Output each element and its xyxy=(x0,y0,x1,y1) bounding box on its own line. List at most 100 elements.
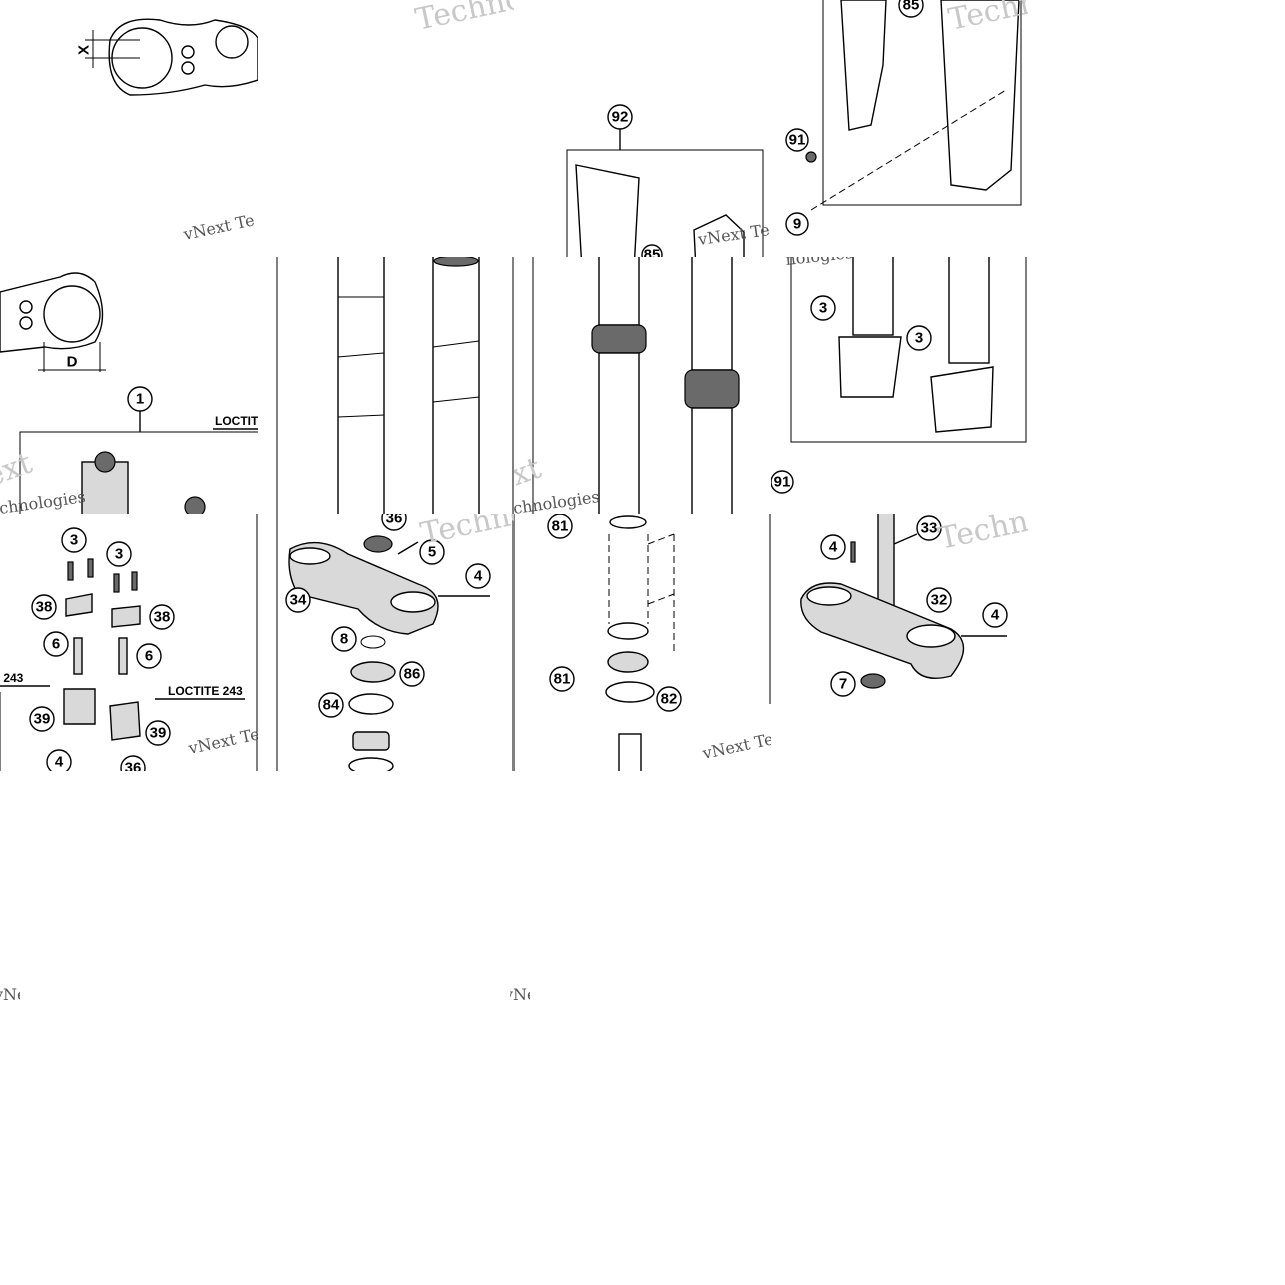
clamp-x-drawing: X Techno vNext Te xyxy=(76,18,258,244)
dim-d-label: D xyxy=(67,354,78,371)
watermark: nologies xyxy=(201,257,258,265)
callout-3 xyxy=(106,541,132,567)
bearing-race xyxy=(605,681,655,703)
bolt-hole xyxy=(19,316,33,330)
bolt-hole xyxy=(181,45,195,59)
tile-blank: Techno xyxy=(258,0,514,257)
fork-bore xyxy=(806,586,852,606)
inner-tube xyxy=(598,257,640,326)
callout-36 xyxy=(120,755,146,771)
callout-4 xyxy=(820,534,846,560)
callout-3 xyxy=(810,295,836,321)
upper-triple-clamp-drawing: 33 4 32 4 7 Techno xyxy=(800,514,1028,697)
bottom-clamp xyxy=(838,336,902,398)
watermark: nologies xyxy=(784,257,853,269)
callout-33-label: 33 xyxy=(921,520,938,537)
callout-36-label: 36 xyxy=(386,514,403,527)
tile-fragment: vNe xyxy=(0,975,20,1035)
callout-39-label: 39 xyxy=(34,711,51,728)
callout-box xyxy=(566,149,764,257)
o-ring xyxy=(360,635,386,649)
watermark: ext xyxy=(514,451,546,500)
callout-81 xyxy=(549,666,575,692)
fork-tube xyxy=(432,257,480,514)
dust-seal xyxy=(591,324,647,354)
watermark: Technologies xyxy=(417,514,514,552)
clamp-d-drawing: D 1 LOCTIT ext chnologies nologies xyxy=(0,257,258,514)
bearing-ring xyxy=(348,757,394,771)
callout-84-label: 84 xyxy=(323,697,340,714)
tapered-bearing xyxy=(607,651,649,673)
callout-39 xyxy=(29,706,55,732)
watermark: vNext Te xyxy=(186,724,258,758)
lower-legs-drawing: 85 91 9 Techno xyxy=(785,0,1028,236)
triple-clamp-body xyxy=(800,582,965,679)
callout-85 xyxy=(898,0,924,18)
steering-bore xyxy=(215,25,249,59)
tile-clamp-dimension-d: D 1 LOCTIT ext chnologies nologies xyxy=(0,257,258,514)
callout-6-label: 6 xyxy=(52,636,60,653)
tile-clamp-dimension-x: X Techno vNext Te xyxy=(0,0,258,257)
loctite-note: LOCTIT xyxy=(215,414,258,428)
bolt-hole xyxy=(181,61,195,75)
tile-fork-protector-92: 92 85 vNext Te xyxy=(514,0,771,257)
clamp-cap xyxy=(111,605,141,628)
callout-3-label: 3 xyxy=(915,330,923,347)
loctite-note: E 243 xyxy=(0,671,24,685)
fork-cap xyxy=(94,451,116,473)
callout-91-label: 91 xyxy=(789,132,806,149)
callout-box xyxy=(790,257,1027,443)
fork-tube xyxy=(337,257,385,514)
fork-tube xyxy=(852,257,894,336)
callout-81-label: 81 xyxy=(554,671,571,688)
loctite-note: LOCTITE 243 xyxy=(168,684,243,698)
tube-seam xyxy=(337,414,385,418)
callout-39-label: 39 xyxy=(150,725,167,742)
callout-8-label: 8 xyxy=(340,631,348,648)
tile-upper-triple-clamp: 33 4 32 4 7 Techno xyxy=(771,514,1028,771)
watermark: chnologies xyxy=(0,487,87,514)
tube-cap xyxy=(433,257,479,267)
tile-fragment: vNe xyxy=(510,975,530,1035)
callout-4-label: 4 xyxy=(474,568,483,585)
watermark: Techno xyxy=(935,514,1028,557)
tile-lower-triple-clamp: 36 5 34 4 8 86 84 Technologies xyxy=(258,514,514,771)
callout-84 xyxy=(318,692,344,718)
callout-3 xyxy=(906,325,932,351)
screw xyxy=(118,637,128,675)
callout-5 xyxy=(419,539,445,565)
callout-82 xyxy=(656,686,682,712)
fork-tube-top xyxy=(81,461,129,514)
bolt xyxy=(67,561,74,581)
bolt xyxy=(805,151,817,163)
blank-tile-drawing: Techno xyxy=(412,0,514,38)
callout-38 xyxy=(149,604,175,630)
callout-3-label: 3 xyxy=(115,546,123,563)
outer-tube xyxy=(840,0,887,131)
bolt xyxy=(87,558,94,578)
callout-86-label: 86 xyxy=(404,666,421,683)
tube-seam xyxy=(432,340,480,348)
callout-36-label: 36 xyxy=(125,760,142,772)
bolt xyxy=(131,571,138,591)
clamp-base xyxy=(109,701,141,741)
callout-8 xyxy=(331,626,357,652)
fork-guard xyxy=(575,164,640,257)
callout-6 xyxy=(136,643,162,669)
callout-91 xyxy=(785,128,809,152)
tile-clamp-bolts: 3 3 91 nologies xyxy=(771,257,1028,514)
callout-34-label: 34 xyxy=(290,592,307,609)
fork-seals-drawing: ext chnologies xyxy=(514,257,740,514)
fork-tubes-drawing xyxy=(276,257,514,514)
callout-81-label: 81 xyxy=(552,518,569,535)
callout-9-label: 9 xyxy=(793,216,801,233)
callout-39 xyxy=(145,720,171,746)
callout-91 xyxy=(771,470,794,494)
steering-stem xyxy=(618,733,642,771)
callout-4-label: 4 xyxy=(55,754,64,771)
fork-protector-drawing: 92 85 vNext Te xyxy=(566,104,771,257)
tile-fork-tubes xyxy=(258,257,514,514)
callout-38-label: 38 xyxy=(154,609,171,626)
callout-4-label: 4 xyxy=(991,607,1000,624)
